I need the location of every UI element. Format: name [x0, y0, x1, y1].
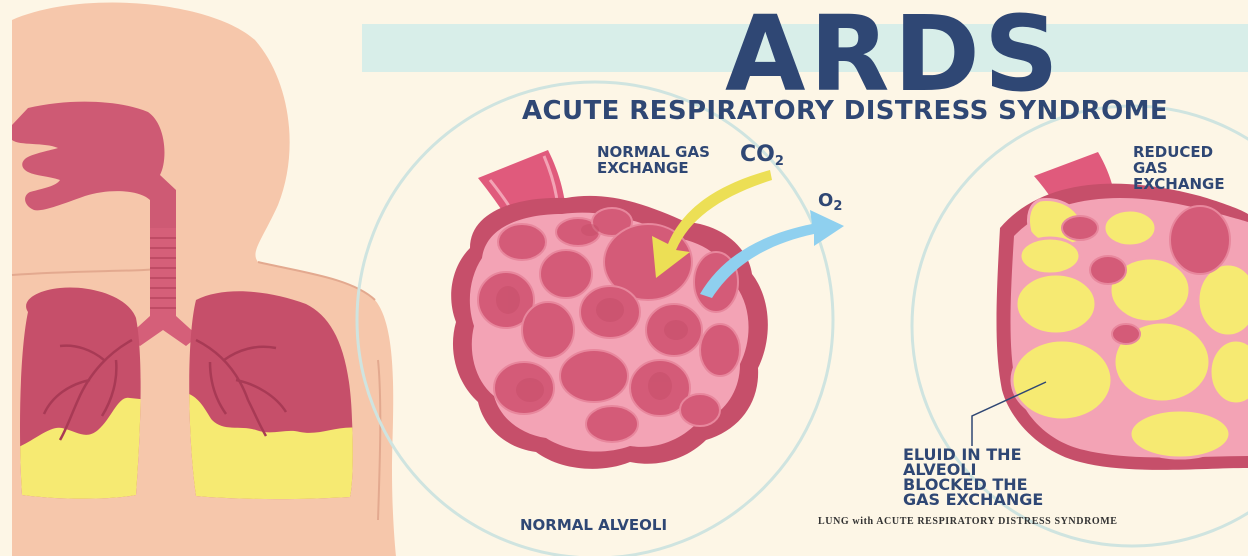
o2-label: O2: [818, 190, 842, 218]
normal-gas-exchange-label: NORMAL GAS EXCHANGE: [597, 144, 710, 176]
human-figure: [10, 3, 396, 556]
normal-alveoli-label: NORMAL ALVEOLI: [520, 516, 667, 534]
trachea: [150, 228, 176, 320]
page-title: ARDS: [725, 2, 1063, 106]
reduced-gas-exchange-label: REDUCED GAS EXCHANGE: [1133, 144, 1248, 192]
left-lung: [10, 288, 150, 520]
o2-label-base: O: [818, 190, 833, 211]
lung-ards-caption: LUNG with ACUTE RESPIRATORY DISTRESS SYN…: [818, 517, 1138, 527]
co2-label: CO2: [740, 144, 784, 173]
page-subtitle: ACUTE RESPIRATORY DISTRESS SYNDROME: [522, 96, 1168, 126]
fluid-label: ELUID IN THE ALVEOLI BLOCKED THE GAS EXC…: [903, 447, 1063, 507]
co2-label-subscript: 2: [775, 154, 784, 169]
co2-label-base: CO: [740, 142, 775, 167]
o2-label-subscript: 2: [833, 199, 842, 214]
